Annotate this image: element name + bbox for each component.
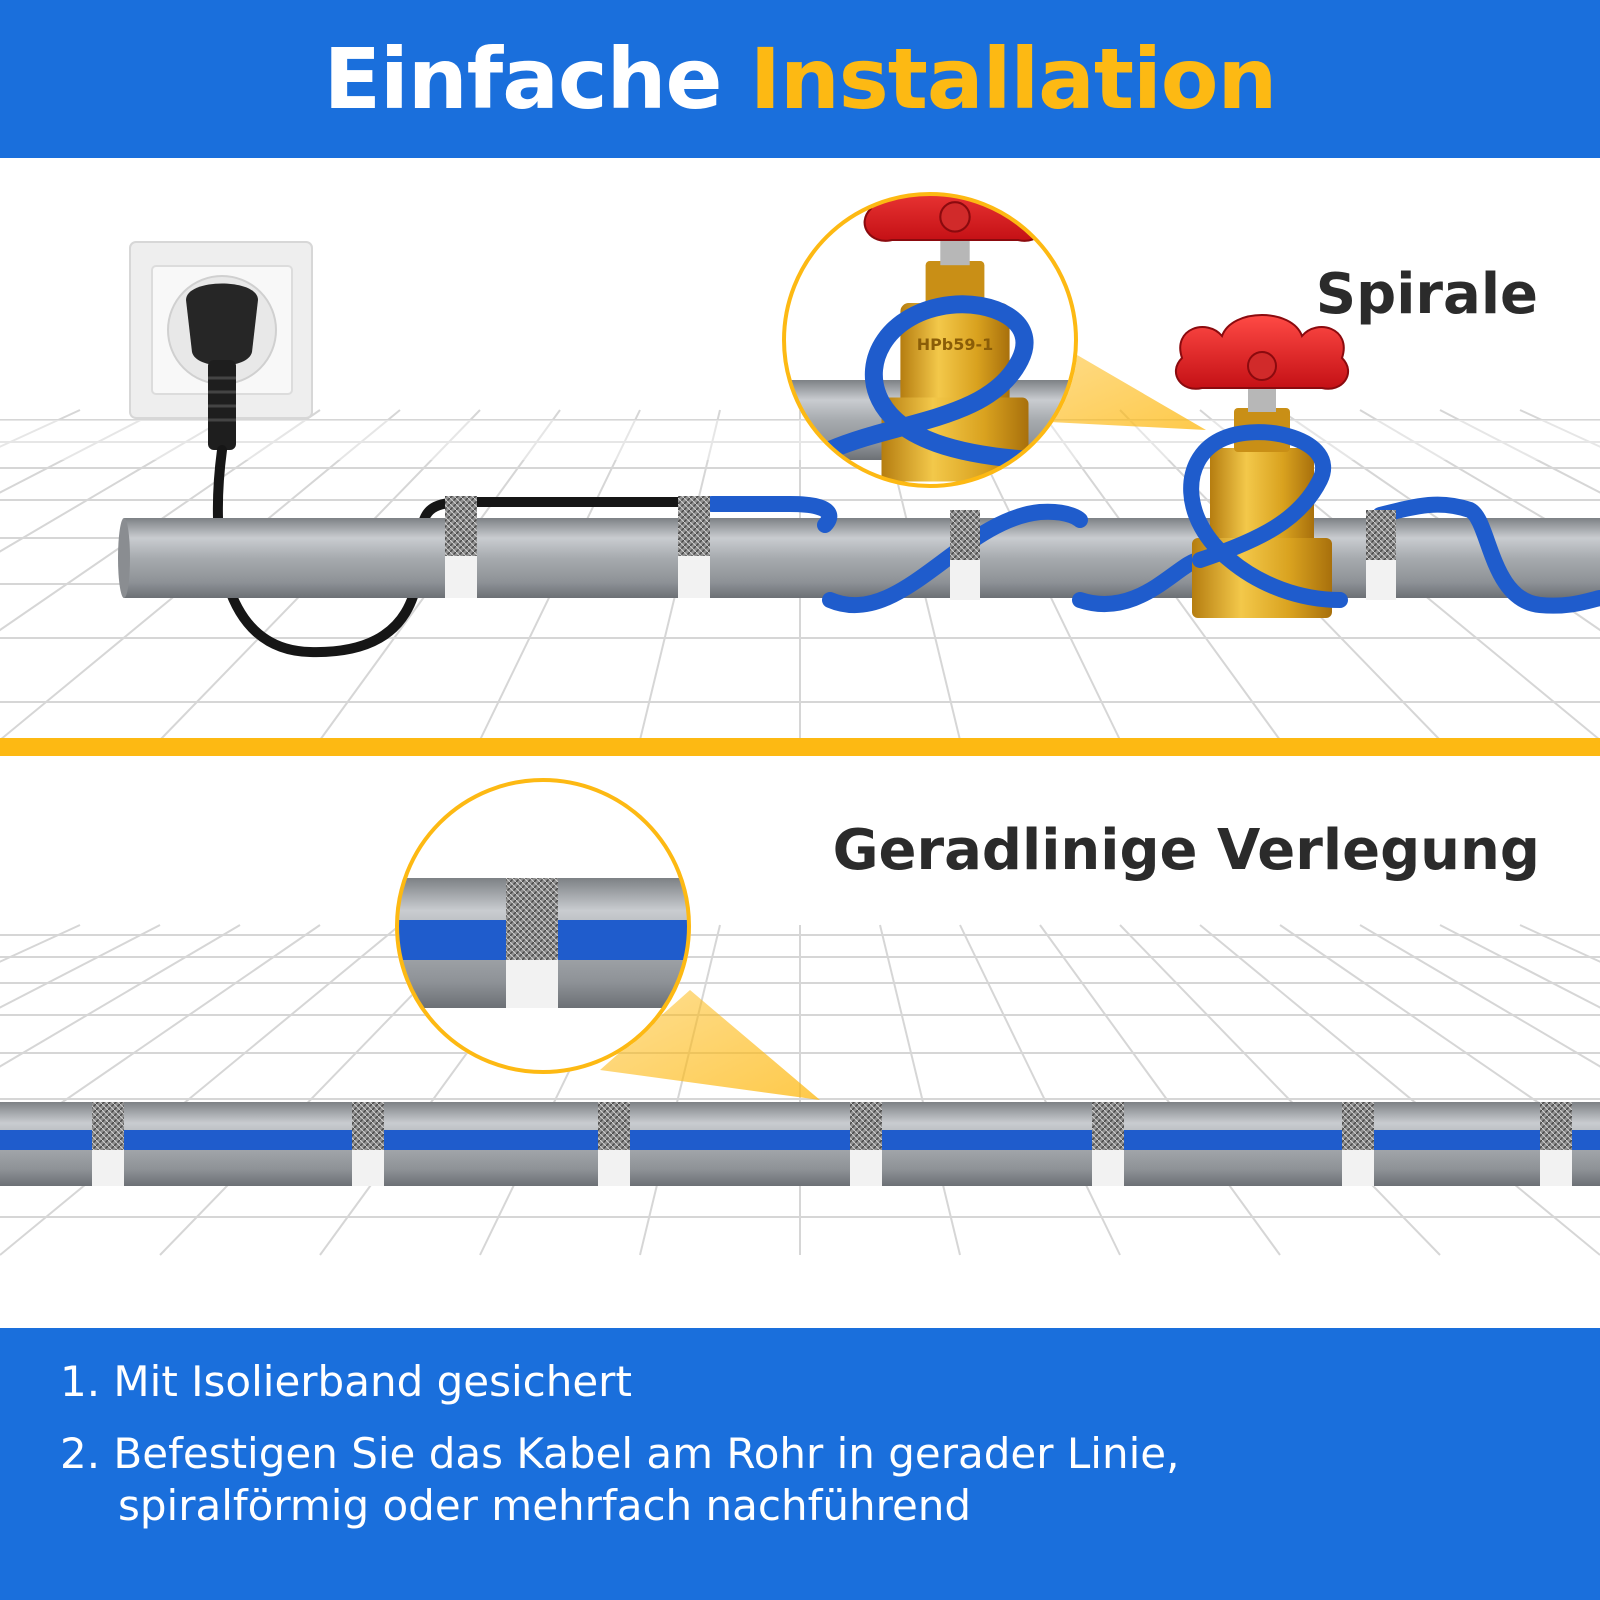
label-geradlinige-verlegung: Geradlinige Verlegung [832, 818, 1540, 883]
instruction-item-2: 2. Befestigen Sie das Kabel am Rohr in g… [60, 1428, 1179, 1532]
footer-instructions: 1. Mit Isolierband gesichert 2. Befestig… [0, 1328, 1600, 1600]
page-title: Einfache Installation [324, 37, 1278, 121]
magnifier-icon: HPb59-1 [782, 192, 1078, 488]
magnifier-beam-lower [600, 990, 820, 1100]
title-white-part: Einfache [323, 30, 723, 128]
upper-pipe [118, 518, 1600, 598]
tape-icon [445, 496, 1396, 600]
instruction-item-2-line-2: spiralförmig oder mehrfach nachführend [118, 1481, 972, 1530]
header-banner: Einfache Installation [0, 0, 1600, 158]
upper-heating-cable [704, 496, 1600, 614]
instruction-item-1: 1. Mit Isolierband gesichert [60, 1357, 632, 1406]
lower-tape-bands [92, 1102, 1572, 1186]
valve-icon [1174, 314, 1350, 619]
title-yellow-part: Installation [749, 30, 1278, 128]
section-divider [0, 738, 1600, 756]
instruction-item-2-line-1: 2. Befestigen Sie das Kabel am Rohr in g… [60, 1429, 1180, 1478]
label-spirale: Spirale [1315, 262, 1538, 327]
illustration-scene: HPb59-1 [0, 192, 1600, 1256]
magnifier-icon-lower [395, 778, 691, 1074]
lower-pipe [0, 1102, 1600, 1186]
valve-marking-text: HPb59-1 [917, 335, 994, 354]
